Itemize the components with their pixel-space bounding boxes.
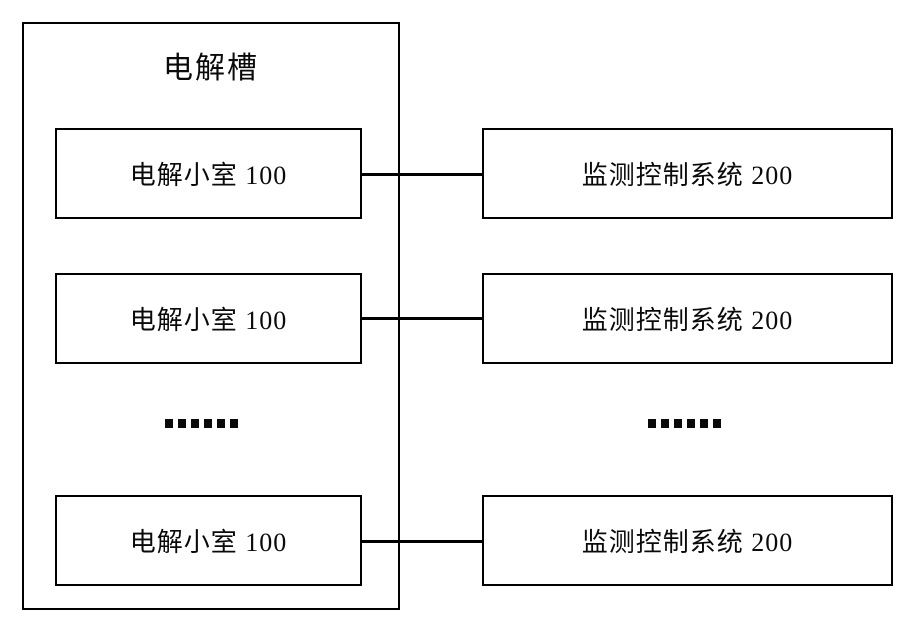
ellipsis-dot [687, 419, 695, 428]
electrolysis-cell-block-3: 电解小室 100 [55, 495, 362, 586]
connector-line-2 [360, 317, 484, 320]
monitoring-control-system-block-1: 监测控制系统 200 [482, 128, 893, 219]
electrolysis-cell-label-1: 电解小室 100 [129, 161, 288, 190]
connector-line-1 [360, 173, 484, 176]
ellipsis-dot [191, 419, 199, 428]
ellipsis-dot [674, 419, 682, 428]
ellipsis-icon-left [165, 419, 238, 428]
ellipsis-dot [230, 419, 238, 428]
electrolysis-cell-label-2: 电解小室 100 [129, 306, 288, 335]
ellipsis-dot [217, 419, 225, 428]
electrolysis-cell-block-2: 电解小室 100 [55, 273, 362, 364]
monitoring-control-system-label-3: 监测控制系统 200 [581, 528, 794, 557]
ellipsis-dot [700, 419, 708, 428]
ellipsis-dot [713, 419, 721, 428]
electrolysis-cell-label-3: 电解小室 100 [129, 528, 288, 557]
tank-title: 电解槽 [163, 52, 259, 85]
ellipsis-dot [178, 419, 186, 428]
ellipsis-dot [165, 419, 173, 428]
connector-line-3 [360, 540, 484, 543]
monitoring-control-system-label-2: 监测控制系统 200 [581, 306, 794, 335]
ellipsis-dot [661, 419, 669, 428]
monitoring-control-system-label-1: 监测控制系统 200 [581, 161, 794, 190]
electrolyser-tank-container: 电解槽 [22, 22, 400, 610]
monitoring-control-system-block-2: 监测控制系统 200 [482, 273, 893, 364]
monitoring-control-system-block-3: 监测控制系统 200 [482, 495, 893, 586]
ellipsis-icon-right [648, 419, 721, 428]
ellipsis-dot [204, 419, 212, 428]
ellipsis-dot [648, 419, 656, 428]
electrolysis-cell-block-1: 电解小室 100 [55, 128, 362, 219]
